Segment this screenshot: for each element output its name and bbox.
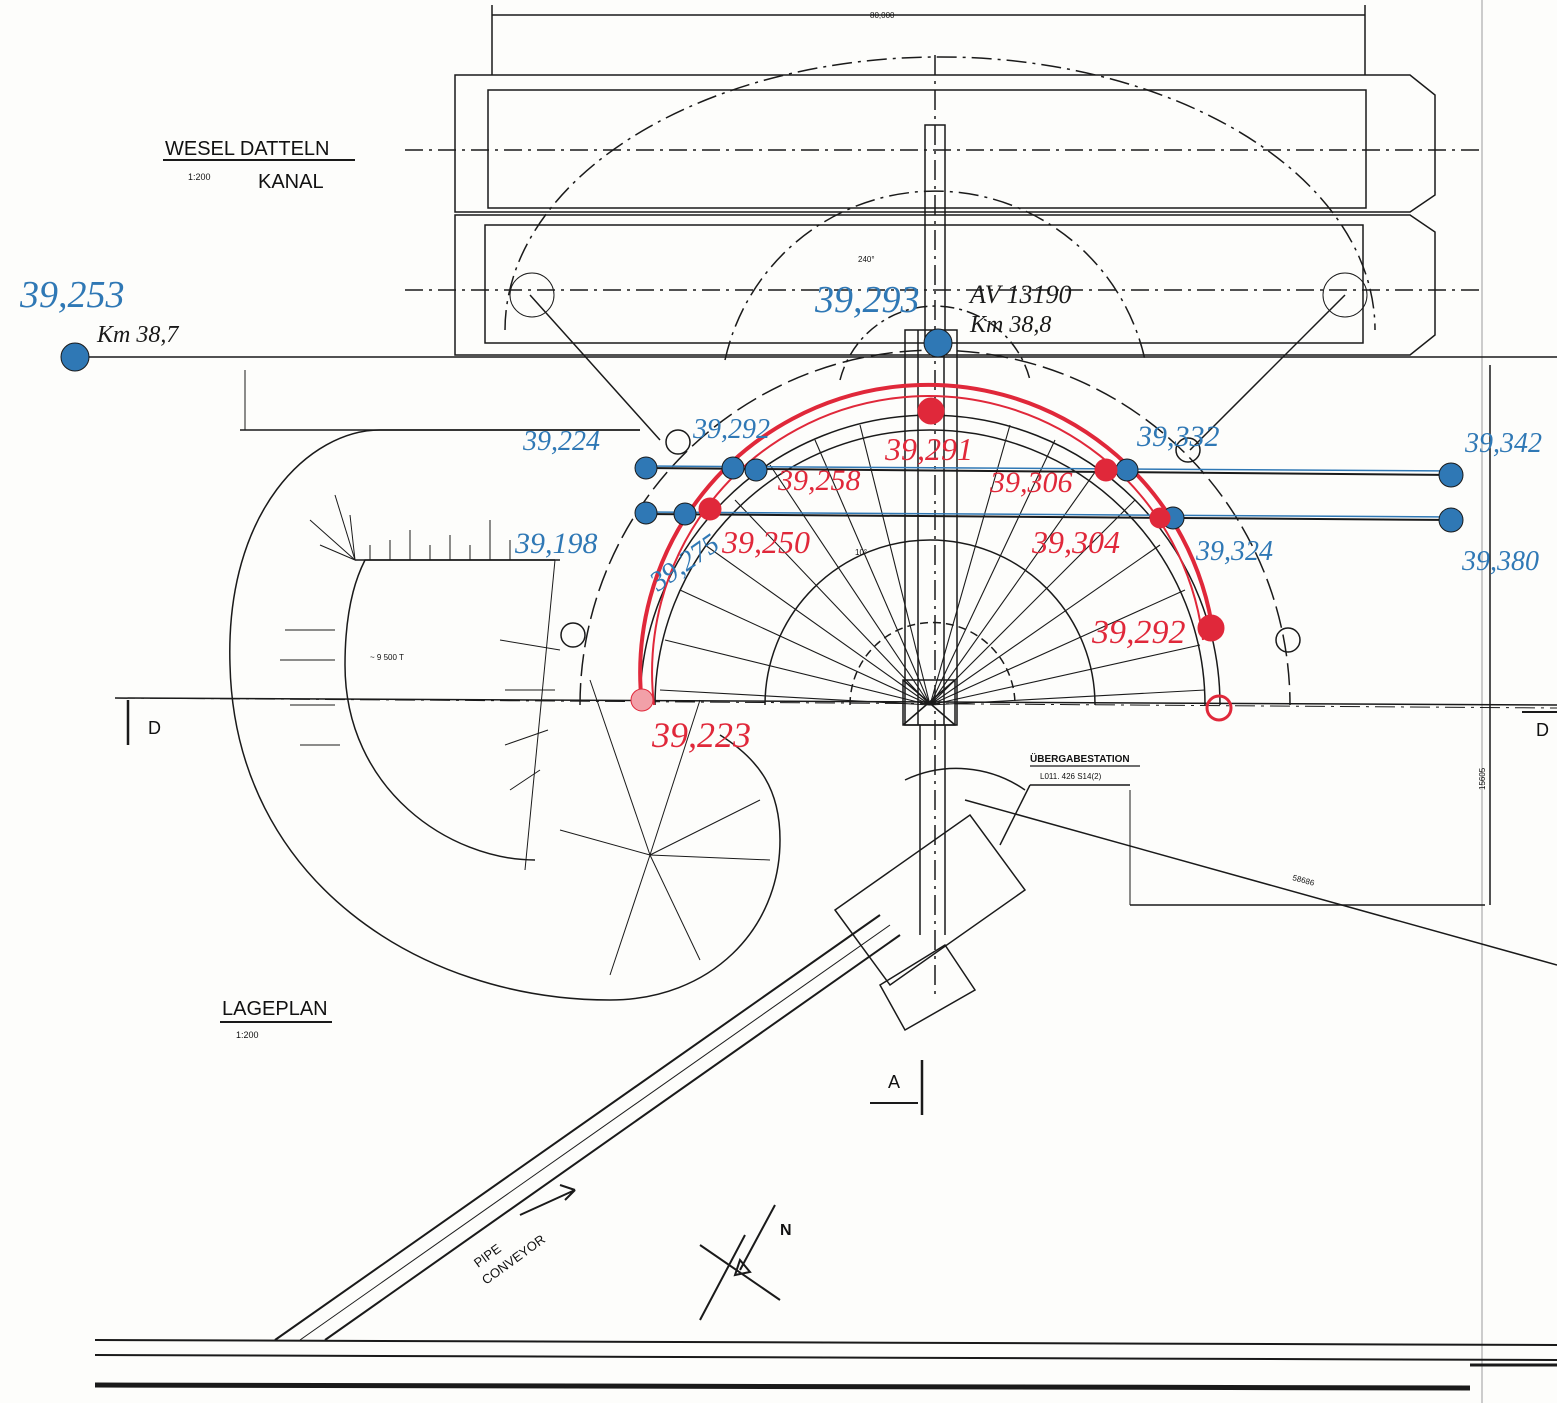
- elevation-label: 39,292: [692, 414, 770, 445]
- elevation-label: 39,253: [19, 274, 125, 316]
- elevation-label: 39,324: [1195, 536, 1273, 567]
- elevation-label: 39,198: [514, 527, 598, 560]
- elevation-label: 39,306: [989, 466, 1073, 499]
- elevation-label: 39,293: [814, 279, 920, 321]
- printed-labels: WESEL DATTELN 1:200 KANAL LAGEPLAN 1:200…: [96, 11, 1549, 1287]
- km-right-label: Km 38,8: [969, 312, 1051, 338]
- north-label: N: [780, 1222, 792, 1239]
- survey-point: [1115, 458, 1139, 482]
- elevation-label: 39,332: [1136, 420, 1220, 453]
- survey-point: [744, 458, 768, 482]
- elevation-label: 39,223: [651, 715, 751, 755]
- blue-survey-points: [60, 328, 1464, 533]
- survey-point: [1149, 507, 1171, 529]
- elevation-label: 39,380: [1461, 546, 1539, 577]
- survey-point: [1438, 507, 1464, 533]
- angle-mid-label: 10°: [855, 548, 867, 557]
- section-a-label: A: [888, 1072, 900, 1092]
- km-left-label: Km 38,7: [96, 322, 179, 348]
- elevation-label: 39,250: [721, 524, 810, 560]
- transfer-station-label: ÜBERGABESTATION: [1030, 752, 1130, 765]
- elevation-label: 39,292: [1091, 614, 1186, 651]
- survey-point: [1205, 694, 1233, 722]
- blue-elevation-labels: 39,253 39,293 39,224 39,292 39,198 39,27…: [19, 274, 1542, 598]
- plan-scale: 1:200: [236, 1030, 259, 1040]
- stock-capacity-note: ~ 9 500 T: [370, 653, 404, 662]
- survey-point: [923, 328, 953, 358]
- survey-point: [721, 456, 745, 480]
- survey-point: [630, 688, 654, 712]
- plan-title: LAGEPLAN: [222, 998, 328, 1020]
- right-dimension: 15605: [1478, 767, 1487, 790]
- elevation-label: 39,258: [777, 464, 861, 497]
- survey-point: [917, 397, 945, 425]
- top-dimension: 80,000: [870, 11, 895, 20]
- section-d-right-label: D: [1536, 720, 1549, 740]
- red-survey-points: [630, 397, 1233, 722]
- survey-point: [634, 501, 658, 525]
- elevation-label: 39,342: [1464, 428, 1542, 459]
- elevation-label: 39,304: [1031, 524, 1120, 560]
- survey-point: [1197, 614, 1225, 642]
- angle-top-label: 240°: [858, 255, 875, 264]
- survey-point: [673, 502, 697, 526]
- elevation-label: 39,291: [884, 431, 973, 467]
- red-elevation-labels: 39,291 39,258 39,306 39,250 39,304 39,29…: [651, 431, 1186, 755]
- transfer-station-ref: L011. 426 S14(2): [1040, 772, 1102, 781]
- av-label: AV 13190: [968, 280, 1072, 309]
- survey-point: [60, 342, 90, 372]
- section-d-left-label: D: [148, 718, 161, 738]
- canal-title-scale: 1:200: [188, 172, 211, 182]
- elevation-label: 39,224: [522, 426, 600, 457]
- canal-title-line-2: KANAL: [258, 171, 324, 193]
- survey-point: [1094, 458, 1118, 482]
- survey-point: [634, 456, 658, 480]
- survey-point: [1438, 462, 1464, 488]
- canal-title-line-1: WESEL DATTELN: [165, 138, 329, 160]
- survey-point: [698, 497, 722, 521]
